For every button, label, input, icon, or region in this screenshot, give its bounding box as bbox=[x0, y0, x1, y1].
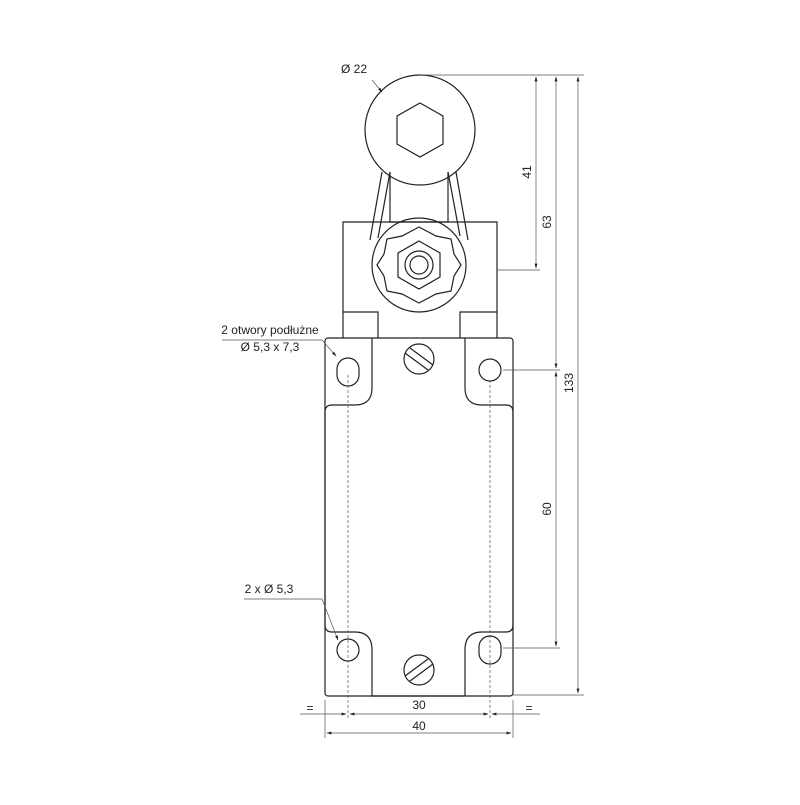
slotted-holes-label-line1: 2 otwory podłużne bbox=[221, 323, 319, 337]
round-holes-label: 2 x Ø 5,3 bbox=[245, 582, 294, 596]
pivot-hub bbox=[371, 217, 467, 313]
roller-lever bbox=[369, 171, 469, 241]
top-screw bbox=[403, 343, 435, 375]
equal-right-label: = bbox=[525, 701, 532, 715]
equal-left-label: = bbox=[306, 701, 313, 715]
switch-body bbox=[324, 337, 514, 697]
mounting-holes bbox=[336, 357, 502, 720]
dim-63-label: 63 bbox=[540, 215, 554, 229]
dim-133-label: 133 bbox=[562, 373, 576, 393]
dimension-133: 133 bbox=[562, 76, 580, 694]
dimension-60: 60 bbox=[540, 371, 558, 647]
dimension-30: 30 = = bbox=[300, 698, 540, 716]
callout-slotted-holes: 2 otwory podłużne Ø 5,3 x 7,3 bbox=[221, 323, 337, 357]
callout-roller-diameter: Ø 22 bbox=[341, 62, 383, 93]
slotted-holes-label-line2: Ø 5,3 x 7,3 bbox=[241, 340, 300, 354]
callout-round-holes: 2 x Ø 5,3 bbox=[244, 582, 339, 641]
dimension-41: 41 bbox=[520, 76, 538, 269]
pivot-gear bbox=[376, 226, 462, 304]
pivot-nut bbox=[397, 240, 441, 290]
dim-40-label: 40 bbox=[412, 719, 426, 733]
dimension-40: 40 bbox=[326, 719, 512, 735]
dim-41-label: 41 bbox=[520, 165, 534, 179]
roller-diameter-label: Ø 22 bbox=[341, 62, 367, 76]
round-hole-top-right bbox=[478, 358, 502, 382]
bottom-screw bbox=[403, 654, 435, 686]
extension-lines bbox=[324, 74, 584, 738]
dim-30-label: 30 bbox=[412, 698, 426, 712]
switch-head bbox=[342, 217, 498, 338]
hex-socket bbox=[396, 102, 444, 158]
dim-60-label: 60 bbox=[540, 502, 554, 516]
dimension-63: 63 bbox=[540, 76, 558, 369]
